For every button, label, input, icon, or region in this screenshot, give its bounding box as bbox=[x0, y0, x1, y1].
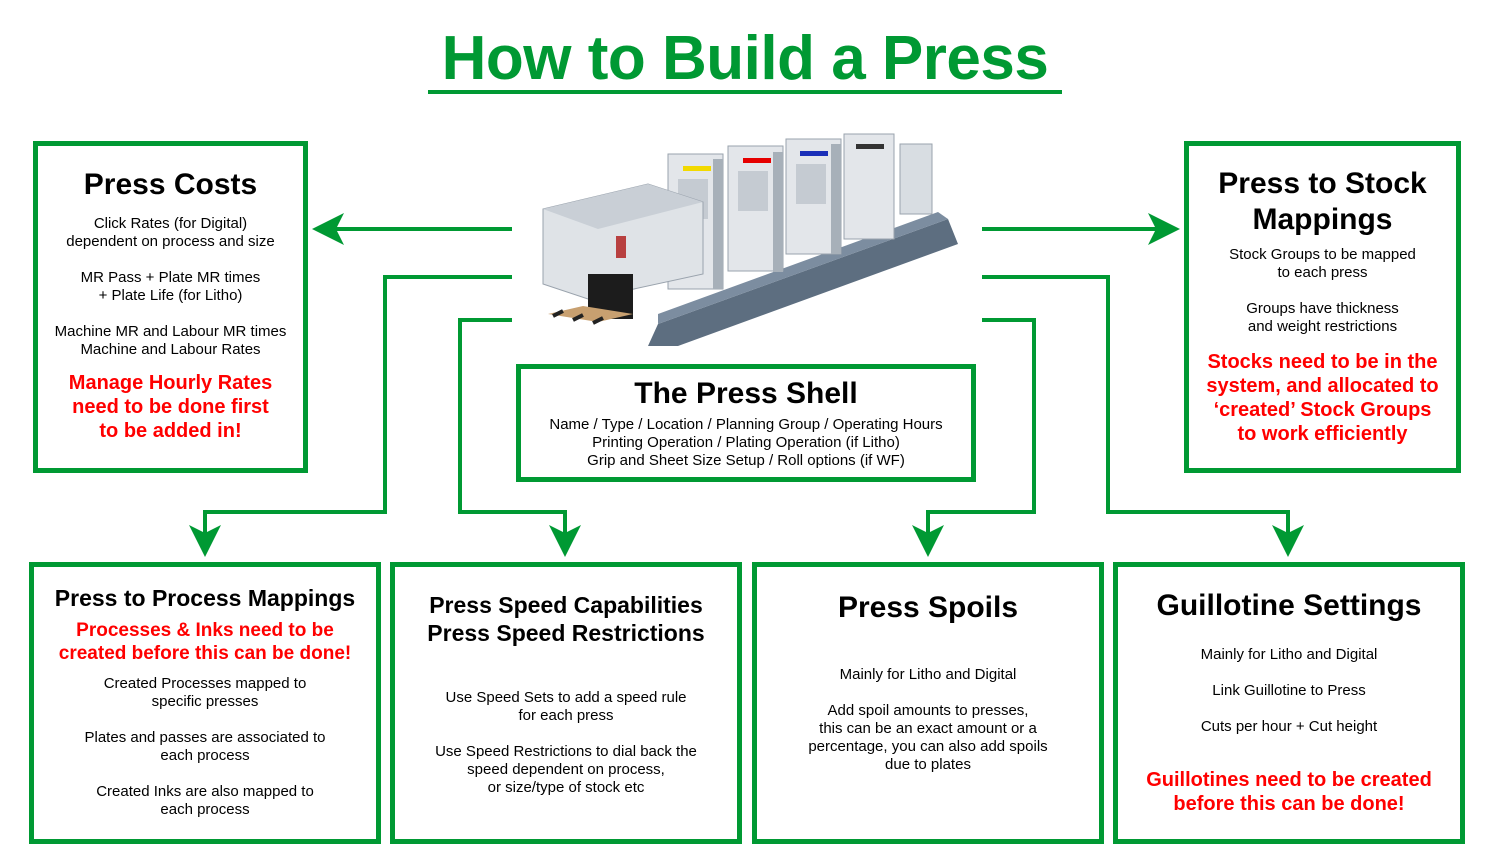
press-costs-warning: Manage Hourly Rates need to be done firs… bbox=[68, 371, 273, 442]
press-to-process-text-2: Plates and passes are associated to each… bbox=[84, 729, 326, 765]
press-spoils-text-1: Mainly for Litho and Digital bbox=[839, 665, 1017, 683]
press-shell-box: The Press Shell Name / Type / Location /… bbox=[516, 364, 976, 482]
press-speed-heading: Press Speed Capabilities Press Speed Res… bbox=[427, 592, 705, 646]
guillotine-text-2: Link Guillotine to Press bbox=[1212, 681, 1366, 699]
press-to-stock-heading: Press to Stock Mappings bbox=[1218, 167, 1427, 236]
press-to-process-text-1: Created Processes mapped to specific pre… bbox=[103, 675, 307, 711]
printing-press-icon bbox=[542, 133, 958, 346]
guillotine-heading: Guillotine Settings bbox=[1156, 589, 1422, 622]
arrow-to-guillotine bbox=[982, 275, 1304, 557]
arrow-to-press-speed bbox=[458, 318, 581, 557]
press-to-process-text-3: Created Inks are also mapped to each pro… bbox=[96, 783, 314, 819]
press-shell-line-1: Name / Type / Location / Planning Group … bbox=[549, 415, 943, 433]
guillotine-warning: Guillotines need to be created before th… bbox=[1146, 768, 1432, 815]
press-speed-text-2: Use Speed Restrictions to dial back the … bbox=[435, 743, 697, 796]
press-speed-text-1: Use Speed Sets to add a speed rule for e… bbox=[445, 689, 687, 724]
guillotine-text-3: Cuts per hour + Cut height bbox=[1200, 717, 1378, 735]
press-shell-line-2: Printing Operation / Plating Operation (… bbox=[592, 433, 900, 451]
arrow-to-process-mappings bbox=[189, 275, 512, 557]
press-to-stock-box: Press to Stock Mappings Stock Groups to … bbox=[1184, 141, 1461, 473]
press-to-process-heading: Press to Process Mappings bbox=[54, 585, 356, 611]
press-to-process-box: Press to Process Mappings Processes & In… bbox=[29, 562, 381, 844]
press-to-process-warning: Processes & Inks need to be created befo… bbox=[58, 620, 352, 665]
page-title: How to Build a Press bbox=[441, 24, 1049, 93]
press-spoils-heading: Press Spoils bbox=[837, 591, 1019, 624]
press-to-stock-text-2: Groups have thickness and weight restric… bbox=[1246, 300, 1399, 335]
press-costs-box: Press Costs Click Rates (for Digital) de… bbox=[33, 141, 308, 473]
guillotine-box: Guillotine Settings Mainly for Litho and… bbox=[1113, 562, 1465, 844]
press-to-stock-text-1: Stock Groups to be mapped to each press bbox=[1229, 246, 1416, 281]
title-underline bbox=[428, 90, 1062, 94]
press-costs-text-3: Machine MR and Labour MR times Machine a… bbox=[54, 322, 287, 358]
press-spoils-text-2: Add spoil amounts to presses, this can b… bbox=[808, 701, 1048, 773]
press-costs-text-1: Click Rates (for Digital) dependent on p… bbox=[66, 214, 275, 250]
arrow-to-press-spoils bbox=[912, 318, 1036, 557]
press-spoils-box: Press Spoils Mainly for Litho and Digita… bbox=[752, 562, 1104, 844]
press-costs-heading: Press Costs bbox=[83, 168, 258, 201]
press-costs-text-2: MR Pass + Plate MR times + Plate Life (f… bbox=[80, 268, 261, 304]
press-to-stock-warning: Stocks need to be in the system, and all… bbox=[1206, 351, 1439, 445]
press-shell-heading: The Press Shell bbox=[634, 377, 858, 410]
press-shell-line-3: Grip and Sheet Size Setup / Roll options… bbox=[587, 451, 905, 469]
press-speed-box: Press Speed Capabilities Press Speed Res… bbox=[390, 562, 742, 844]
guillotine-text-1: Mainly for Litho and Digital bbox=[1200, 645, 1378, 663]
